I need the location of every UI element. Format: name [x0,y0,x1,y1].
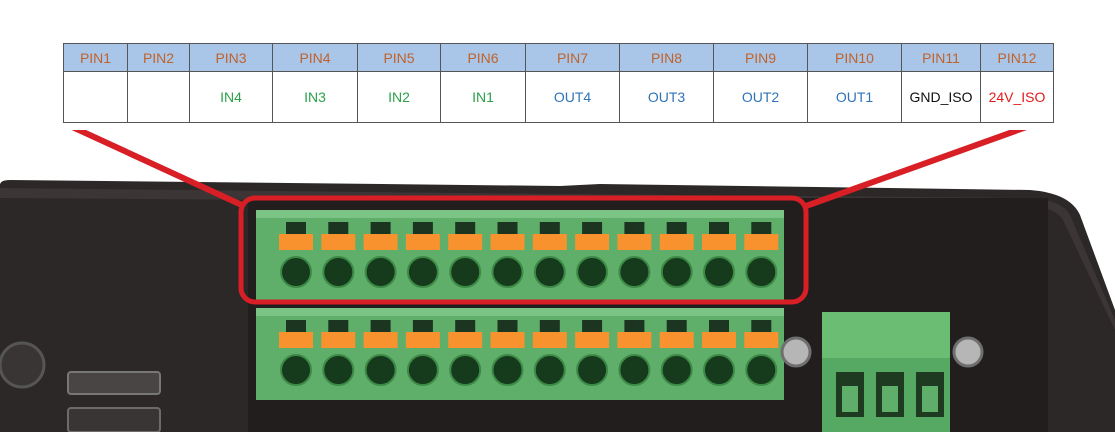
lever-icon [659,332,694,348]
pin-signal-cell: OUT2 [713,71,808,123]
lever-icon [448,332,483,348]
wire-hole-icon [322,256,355,288]
wire-hole-icon [618,354,651,386]
wire-hole-icon [280,256,312,288]
pin-header-cell: PIN12 [980,43,1054,72]
wire-hole-icon [745,354,778,386]
lever-icon [659,234,694,250]
wire-hole-icon [280,354,312,386]
wire-hole-icon [576,256,609,288]
wire-hole-icon [364,354,397,386]
pin-signal-cell: OUT4 [525,71,620,123]
pin-signal-cell: IN2 [357,71,441,123]
pin-signal-cell: GND_ISO [901,71,981,123]
lever-icon [532,332,567,348]
lever-icon [744,332,779,348]
usb-port [67,407,161,432]
pin-header-cell: PIN3 [189,43,273,72]
pin-signal-cell: 24V_ISO [980,71,1054,123]
screw-icon [780,336,812,368]
wire-hole-icon [449,354,482,386]
lever-icon [617,234,652,250]
pin-signal-cell [63,71,128,123]
wire-hole-icon [364,256,397,288]
lever-icon [279,234,313,250]
wire-hole-icon [533,256,566,288]
lever-icon [702,332,736,348]
wire-hole-icon [322,354,355,386]
wire-hole-icon [576,354,609,386]
terminal-block-top [256,210,784,302]
lever-icon [405,234,440,250]
lever-icon [279,332,313,348]
highlight-box [238,195,809,305]
wire-hole-icon [491,256,524,288]
pin-signal-cell: OUT1 [807,71,902,123]
lever-icon [448,234,483,250]
sd-slot [67,371,161,395]
lever-icon [321,234,356,250]
pin-header-cell: PIN8 [619,43,714,72]
lever-icon [532,234,567,250]
pin-header-cell: PIN5 [357,43,441,72]
pin-signal-cell: IN4 [189,71,273,123]
wire-hole-icon [660,354,693,386]
pin-signal-cell [127,71,190,123]
pin-header-cell: PIN10 [807,43,902,72]
pin-header-cell: PIN9 [713,43,808,72]
pin-header-cell: PIN11 [901,43,981,72]
power-connector [822,312,950,432]
wire-hole-icon [406,256,439,288]
lever-icon [363,332,398,348]
lever-icon [490,234,525,250]
screw-icon [952,336,984,368]
lever-icon [744,234,779,250]
pin-signal-cell: OUT3 [619,71,714,123]
pin-header-cell: PIN4 [272,43,358,72]
pin-header-cell: PIN1 [63,43,128,72]
wire-hole-icon [618,256,651,288]
lever-icon [490,332,525,348]
pin-header-cell: PIN7 [525,43,620,72]
lever-icon [575,234,610,250]
wire-hole-icon [533,354,566,386]
pin-signal-cell: IN3 [272,71,358,123]
pin-header-cell: PIN2 [127,43,190,72]
wire-hole-icon [703,354,735,386]
lever-icon [405,332,440,348]
pin-signal-cell: IN1 [440,71,526,123]
wire-hole-icon [660,256,693,288]
highlight-line-left [66,122,246,209]
round-port [0,341,46,389]
lever-icon [702,234,736,250]
highlight-line-right [804,122,1034,209]
lever-icon [575,332,610,348]
wire-hole-icon [745,256,778,288]
lever-icon [363,234,398,250]
wire-hole-icon [491,354,524,386]
lever-icon [321,332,356,348]
wire-hole-icon [449,256,482,288]
pin-header-cell: PIN6 [440,43,526,72]
wire-hole-icon [406,354,439,386]
lever-icon [617,332,652,348]
wire-hole-icon [703,256,735,288]
terminal-block-bottom [256,308,784,400]
